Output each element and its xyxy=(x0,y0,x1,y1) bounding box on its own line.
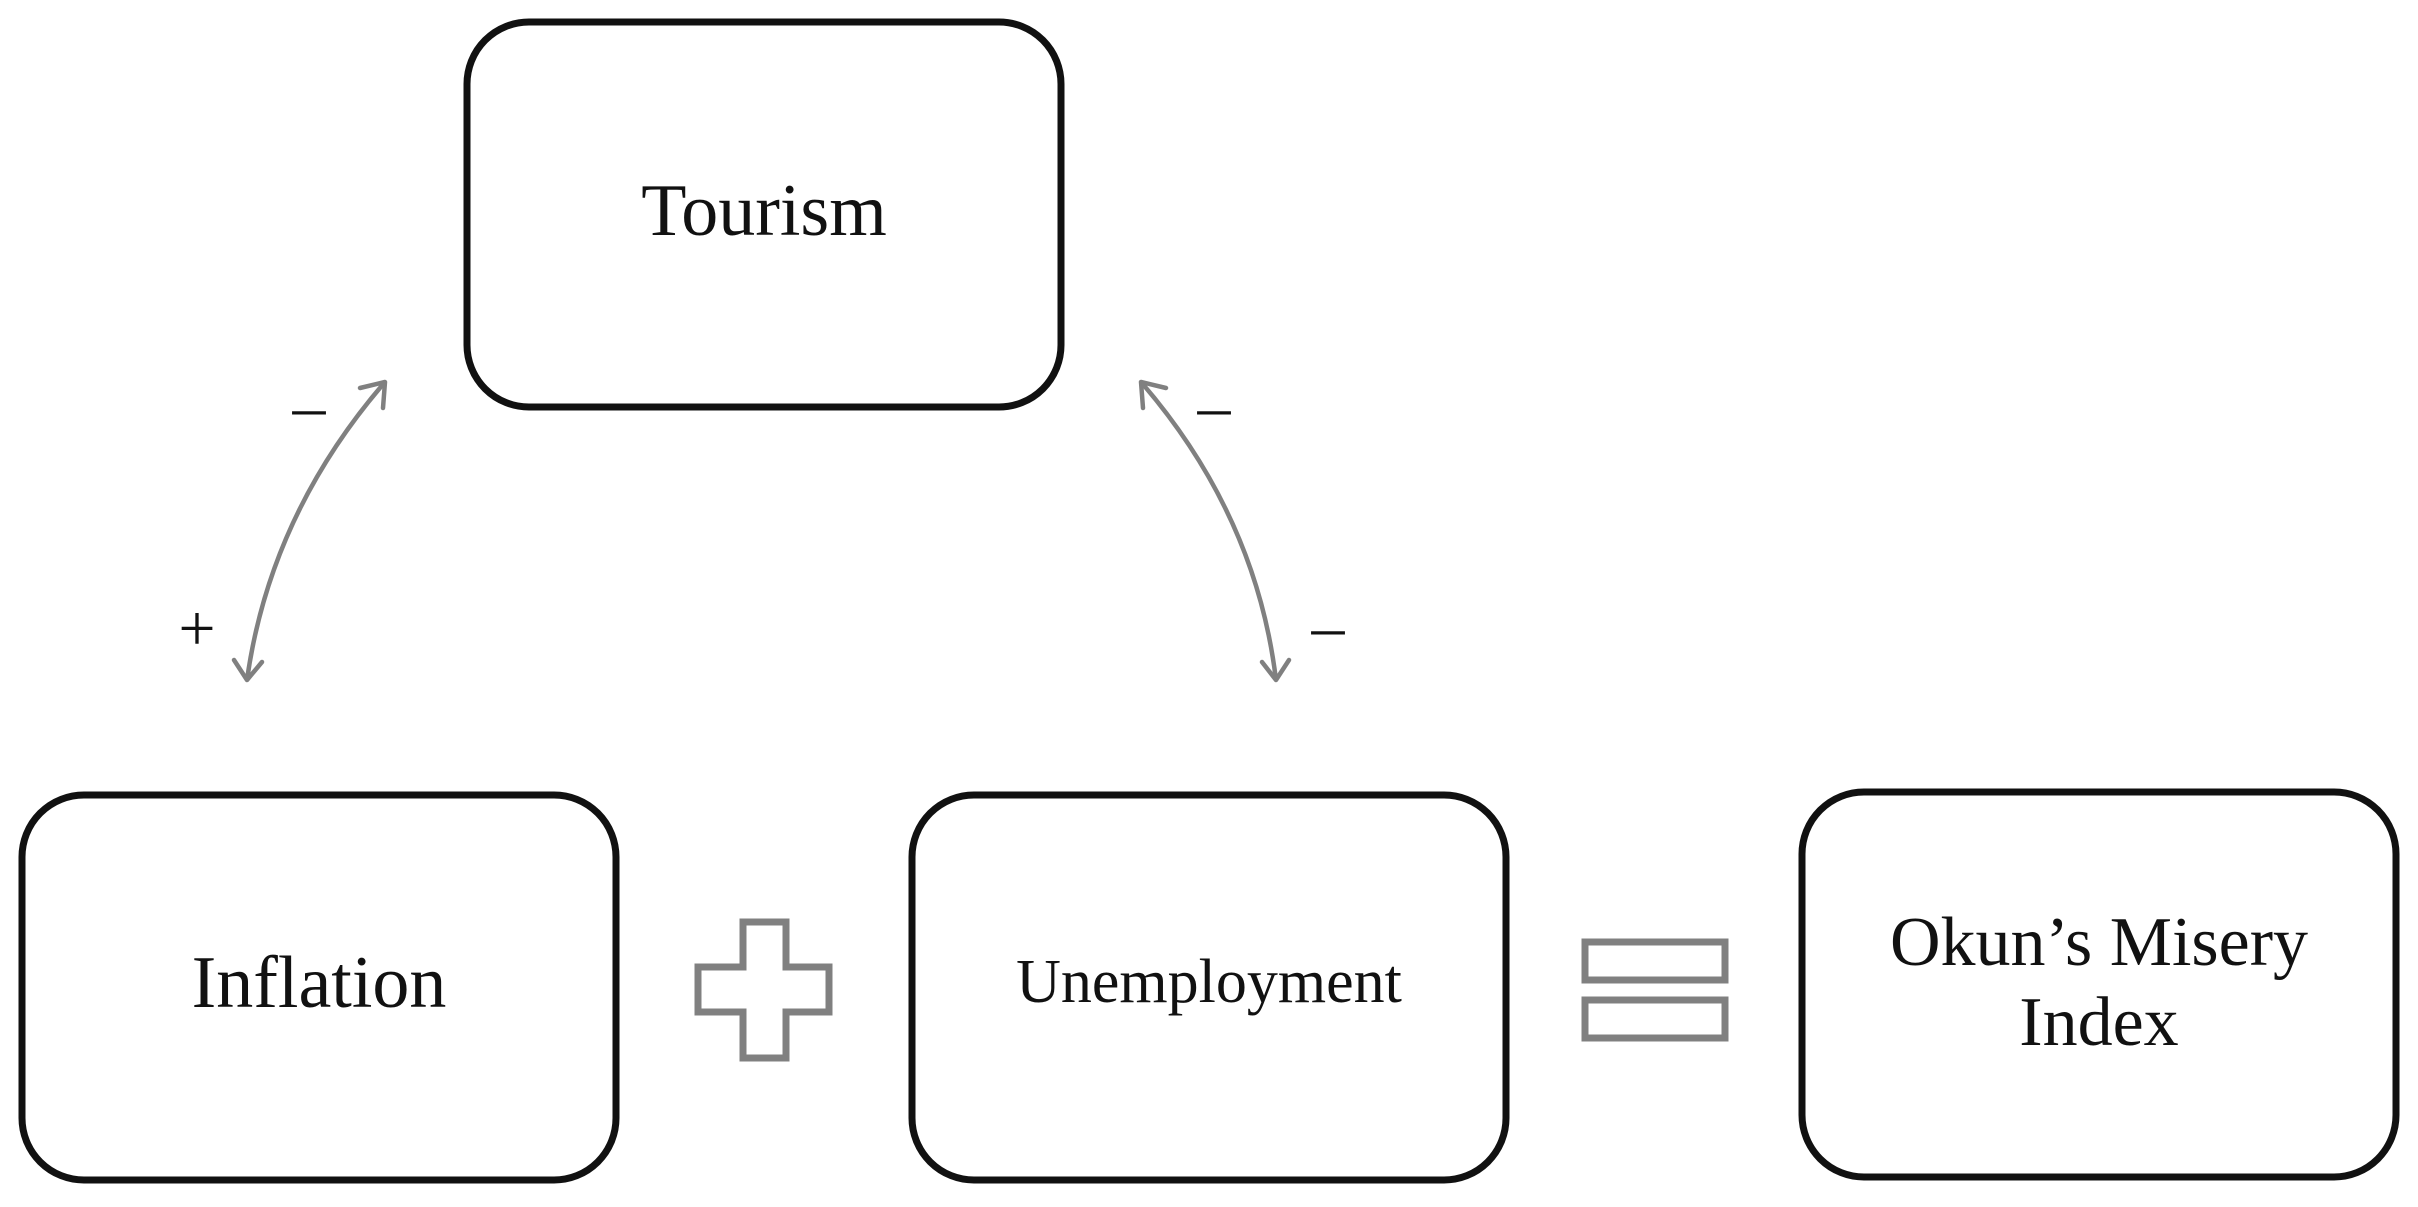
link-tourism-inflation-sign-inflation: + xyxy=(178,592,215,665)
link-tourism-unemployment-sign-tourism: – xyxy=(1197,370,1232,443)
link-tourism-unemployment-curve xyxy=(1139,380,1279,681)
node-inflation-label: Inflation xyxy=(192,942,447,1024)
arrowhead-up-left-icon xyxy=(357,379,388,411)
node-tourism: Tourism xyxy=(463,18,1065,411)
equals-top-bar xyxy=(1581,938,1729,984)
node-tourism-box xyxy=(463,18,1065,411)
node-unemployment: Unemployment xyxy=(908,791,1510,1184)
node-misery-index-label-line2: Index xyxy=(2019,984,2178,1061)
node-tourism-label: Tourism xyxy=(641,170,887,252)
link-tourism-unemployment: – – xyxy=(1138,370,1346,683)
arrowhead-down-right-icon xyxy=(1259,657,1292,683)
equals-icon xyxy=(1581,938,1729,1042)
plus-icon xyxy=(694,918,833,1062)
node-unemployment-box xyxy=(908,791,1510,1184)
arrowhead-up-right-icon xyxy=(1138,379,1169,411)
node-inflation: Inflation xyxy=(18,791,620,1184)
link-tourism-inflation: – + xyxy=(178,370,388,683)
link-tourism-inflation-curve xyxy=(244,380,387,681)
arrowhead-down-left-icon xyxy=(231,657,265,683)
equals-bottom-bar xyxy=(1581,996,1729,1042)
link-tourism-inflation-sign-tourism: – xyxy=(292,370,327,443)
node-misery-index-box xyxy=(1798,788,2400,1181)
node-misery-index: Okun’s Misery Index xyxy=(1798,788,2400,1181)
link-tourism-unemployment-sign-unemployment: – xyxy=(1311,590,1346,663)
node-misery-index-label-line1: Okun’s Misery xyxy=(1890,904,2308,981)
node-unemployment-label: Unemployment xyxy=(1016,948,1402,1016)
node-inflation-box xyxy=(18,791,620,1184)
